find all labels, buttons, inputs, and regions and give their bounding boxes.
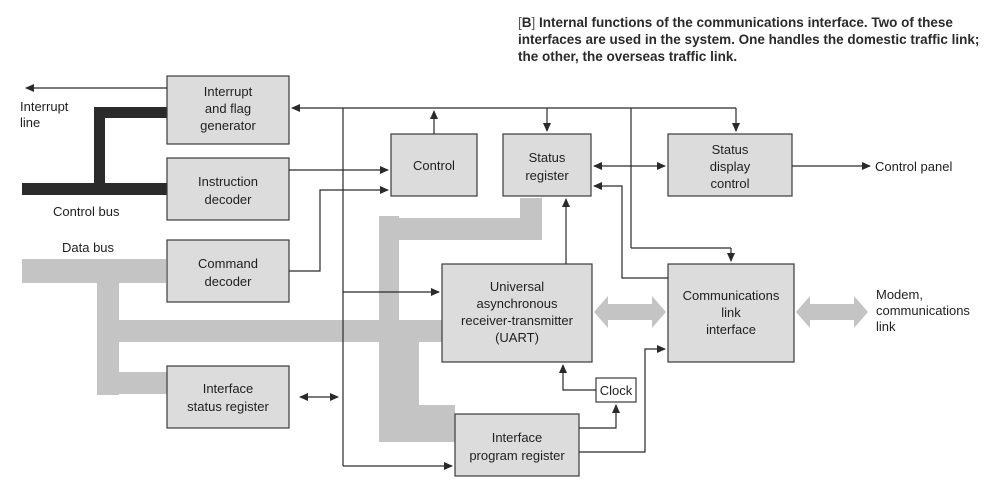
status-display-control-box <box>667 133 793 197</box>
comm-to-status-arrow <box>593 182 668 279</box>
interrupt-line-label-1: Interrupt <box>20 99 69 114</box>
modem-link-label-2: communications <box>876 303 970 318</box>
communications-link-interface-label-2: link <box>721 305 741 320</box>
control-panel-label: Control panel <box>875 159 952 174</box>
instruction-decoder-label-1: Instruction <box>198 174 258 189</box>
uart-label-2: asynchronous <box>477 296 558 311</box>
interrupt-flag-generator-label-2: and flag <box>205 101 251 116</box>
internal-bus <box>379 198 542 442</box>
interface-status-register-label-2: status register <box>187 399 269 414</box>
communications-link-interface-label-3: interface <box>706 322 756 337</box>
interrupt-line-label-2: line <box>20 115 40 130</box>
program-to-clock-arrow <box>579 404 620 429</box>
clock-label: Clock <box>600 383 633 398</box>
data-bus-label: Data bus <box>62 240 115 255</box>
interface-status-register-box <box>166 365 290 429</box>
modem-link-arrow <box>796 296 868 328</box>
interrupt-flag-generator-label-1: Interrupt <box>204 84 253 99</box>
interface-program-register-box <box>454 413 580 477</box>
interrupt-flag-generator-label-3: generator <box>200 118 256 133</box>
uart-box <box>441 263 593 363</box>
control-bus-label: Control bus <box>53 204 120 219</box>
status-display-control-label-1: Status <box>712 142 749 157</box>
command-decoder-label-1: Command <box>198 256 258 271</box>
command-decoder-label-2: decoder <box>205 274 253 289</box>
modem-link-label-3: link <box>876 319 896 334</box>
data-bus <box>22 259 442 395</box>
communications-link-interface-box <box>667 263 795 363</box>
status-register-label-1: Status <box>529 150 566 165</box>
control-box <box>390 133 478 197</box>
interrupt-flag-generator-box <box>166 75 290 145</box>
command-decoder-box <box>166 239 290 303</box>
status-display-control-label-3: control <box>710 176 749 191</box>
uart-label-1: Universal <box>490 279 544 294</box>
clock-to-uart-arrow <box>559 364 596 391</box>
status-register-box <box>502 133 592 197</box>
interface-program-register-label-2: program register <box>469 448 565 463</box>
interface-status-register-label-1: Interface <box>203 381 254 396</box>
uart-label-3: receiver-transmitter <box>461 313 574 328</box>
caption-tag: [B] <box>518 15 536 30</box>
modem-link-label-1: Modem, <box>876 287 923 302</box>
control-label: Control <box>413 158 455 173</box>
figure-caption: [B] Internal functions of the communicat… <box>518 14 988 65</box>
uart-label-4: (UART) <box>495 330 539 345</box>
status-display-control-label-2: display <box>710 159 751 174</box>
command-to-control-arrow <box>289 186 389 272</box>
control-bus <box>22 107 167 195</box>
interface-program-register-label-1: Interface <box>492 430 543 445</box>
uart-comm-link-arrow <box>594 296 666 328</box>
program-to-comm-arrow <box>579 345 666 453</box>
caption-text: Internal functions of the communications… <box>518 15 980 64</box>
communications-link-interface-label-1: Communications <box>683 288 780 303</box>
instruction-decoder-box <box>166 157 290 221</box>
instruction-decoder-label-2: decoder <box>205 192 253 207</box>
status-register-label-2: register <box>525 168 569 183</box>
